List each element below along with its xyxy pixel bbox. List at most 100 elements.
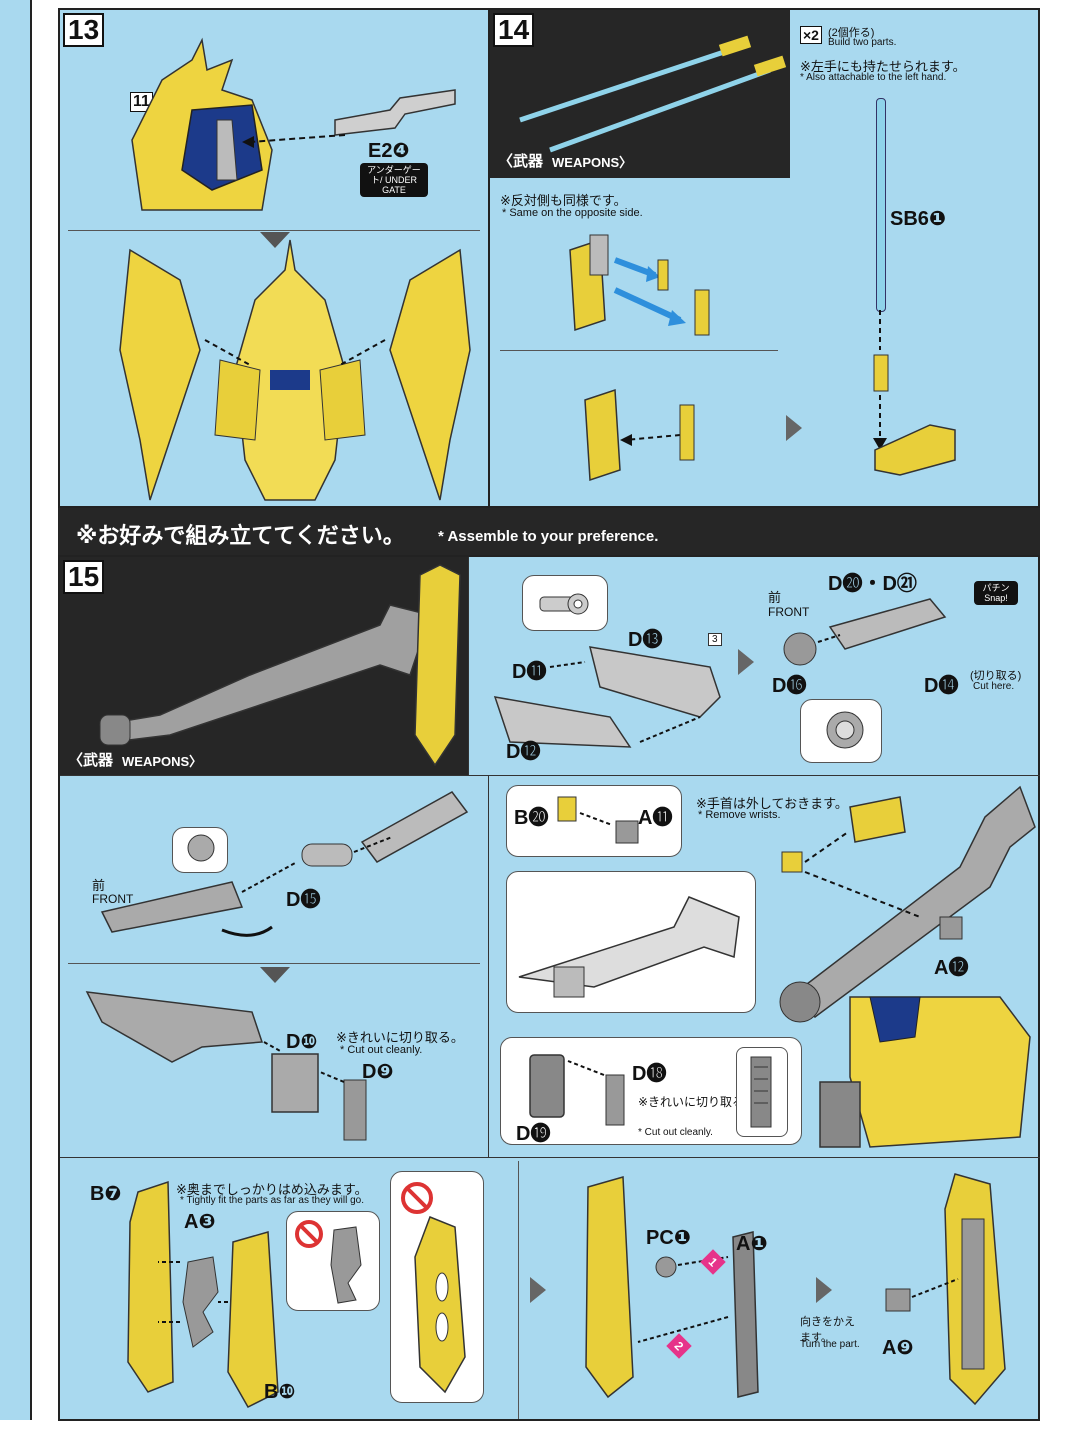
- barrel-assembly-illustration: [783, 598, 947, 666]
- cut-here-jp: (切り取る): [970, 670, 1022, 682]
- part-d9-label: D❾: [362, 1061, 394, 1083]
- d10-d9-assembly-illustration: [85, 991, 367, 1141]
- opposite-side-en: * Same on the opposite side.: [502, 207, 643, 219]
- prohibited-icon-small: [295, 1220, 323, 1248]
- part-d16-label: D⓰: [772, 675, 807, 697]
- shoulder-mag-illustration: [819, 996, 1031, 1148]
- d15-detail: [187, 834, 215, 862]
- under-gate-tag: アンダーゲート/ UNDER GATE: [360, 163, 428, 197]
- build-two-jp: (2個作る): [828, 27, 875, 39]
- step15-next-arrow-2: [530, 1277, 546, 1303]
- ref-box-3: 3: [708, 633, 722, 646]
- part-a12-label: A⓬: [934, 957, 969, 979]
- part-e2-label: E2❹: [368, 140, 410, 162]
- left-edge-strip: [0, 0, 32, 1420]
- part-d14-label: D⓮: [924, 675, 959, 697]
- cut-clean2-jp: ※きれいに切り取る。: [638, 1095, 757, 1109]
- d13-assembly-illustration: [493, 646, 721, 748]
- cut-here-en: Cut here.: [973, 681, 1015, 692]
- front-en-2: FRONT: [92, 892, 134, 906]
- turn-part-jp: 向きをかえます。: [800, 1316, 855, 1344]
- step15-next-arrow-3: [816, 1277, 832, 1303]
- step15-vline-mid: [488, 775, 489, 1157]
- step-14-number: 14: [493, 13, 535, 47]
- hand-assembly-top: [569, 234, 710, 336]
- step15-next-arrow-1: [738, 649, 754, 675]
- step-14-next-arrow: [786, 415, 802, 441]
- part-b7-label: B❼: [90, 1183, 122, 1205]
- remove-wrists-en: * Remove wrists.: [698, 809, 781, 821]
- step15-weapons-en: WEAPONS〉: [122, 754, 203, 769]
- left-hand-en: * Also attachable to the left hand.: [800, 72, 947, 83]
- d16-detail: [826, 711, 864, 749]
- part-d19-label: D⓳: [516, 1123, 551, 1145]
- part-d18-label: D⓲: [632, 1063, 667, 1085]
- left-hand-jp: ※左手にも持たせられます。: [800, 59, 966, 74]
- step15-vline-bottom: [518, 1161, 519, 1419]
- d18-detail: [750, 1056, 772, 1128]
- x2-badge: ×2: [800, 26, 822, 44]
- shield-final-illustration: [885, 1173, 1006, 1406]
- rifle-grip-detail: [518, 896, 740, 998]
- step-14-inner-divider: [500, 350, 778, 351]
- d15-assembly-illustration: [100, 791, 469, 937]
- part-d13-label: D⓭: [628, 629, 663, 651]
- part-b10-label: B❿: [264, 1381, 296, 1403]
- shield-pc-assembly-illustration: [585, 1176, 759, 1399]
- part-a11-label: A⓫: [638, 807, 673, 829]
- front-jp: 前: [768, 590, 782, 605]
- step15-vline-top: [468, 557, 469, 775]
- front-en: FRONT: [768, 605, 810, 619]
- cut-clean-jp: ※きれいに切り取る。: [336, 1030, 464, 1045]
- rifle-and-shield-illustration: [99, 564, 461, 767]
- part-a3-label: A❸: [184, 1211, 216, 1233]
- front-jp-2: 前: [92, 878, 106, 893]
- wrong-fit-part-detail: [330, 1226, 362, 1304]
- part-a1-label: A❶: [736, 1233, 768, 1255]
- tight-fit-en: * Tightly fit the parts as far as they w…: [180, 1195, 364, 1206]
- part-d10-label: D❿: [286, 1031, 318, 1053]
- step15-hline-1: [60, 775, 1040, 776]
- e2-attach-arrow: [242, 134, 346, 148]
- d11-part-detail: [539, 593, 589, 615]
- weapons-label-jp: 〈武器: [498, 153, 544, 170]
- full-body-illustration: [119, 239, 471, 501]
- torso-illustration: [131, 37, 273, 211]
- tight-fit-jp: ※奥までしっかりはめ込みます。: [176, 1182, 368, 1197]
- saber-handles-illustration: [519, 35, 787, 153]
- hand-assembly-bottom: [584, 388, 695, 482]
- weapons-label-en: WEAPONS〉: [552, 155, 633, 170]
- down-arrow-2: [260, 967, 290, 983]
- snap-jp: パチン: [982, 583, 1010, 593]
- down-arrow: [260, 232, 290, 248]
- shield-parts-illustration: [127, 1180, 279, 1408]
- step-13-panel: 13 11 E2❹ アンダーゲート/ UNDER GATE: [58, 8, 490, 508]
- part-d15-label: D⓯: [286, 889, 321, 911]
- wrong-shield-part-detail: [414, 1216, 466, 1394]
- part-a9-label: A❾: [882, 1337, 914, 1359]
- banner-en: * Assemble to your preference.: [438, 528, 659, 545]
- prohibited-icon-large: [401, 1182, 433, 1214]
- part-d12-label: D⓬: [506, 741, 541, 763]
- saber-attach-illustration: [873, 310, 956, 476]
- cut-clean2-en: * Cut out cleanly.: [638, 1127, 713, 1138]
- step-14-panel: 14 〈武器 WEAPONS〉 ×2 (2個作る) Build two part…: [488, 8, 1040, 508]
- build-two-en: Build two parts.: [828, 37, 897, 48]
- wrist-inset: [506, 785, 682, 857]
- part-d11-label: D⓫: [512, 661, 547, 683]
- e2-part-illustration: [334, 89, 456, 136]
- part-pc1-label: PC❶: [646, 1227, 691, 1249]
- wrist-parts-detail: [557, 796, 639, 844]
- snap-tag: パチン Snap!: [974, 581, 1018, 605]
- snap-en: Snap!: [984, 593, 1008, 603]
- mid-left-divider: [68, 963, 480, 964]
- part-b20-label: B⓴: [514, 807, 549, 829]
- cut-clean-en: * Cut out cleanly.: [340, 1044, 423, 1056]
- step-14-weapons-header: [490, 10, 790, 178]
- part-sb6-label: SB6❶: [890, 208, 946, 230]
- step-13-divider: [68, 230, 480, 231]
- turn-part-en: Turn the part.: [800, 1339, 860, 1350]
- step15-weapons-jp: 〈武器: [68, 752, 114, 769]
- step15-hline-2: [60, 1157, 1040, 1158]
- step-13-number: 13: [63, 13, 105, 47]
